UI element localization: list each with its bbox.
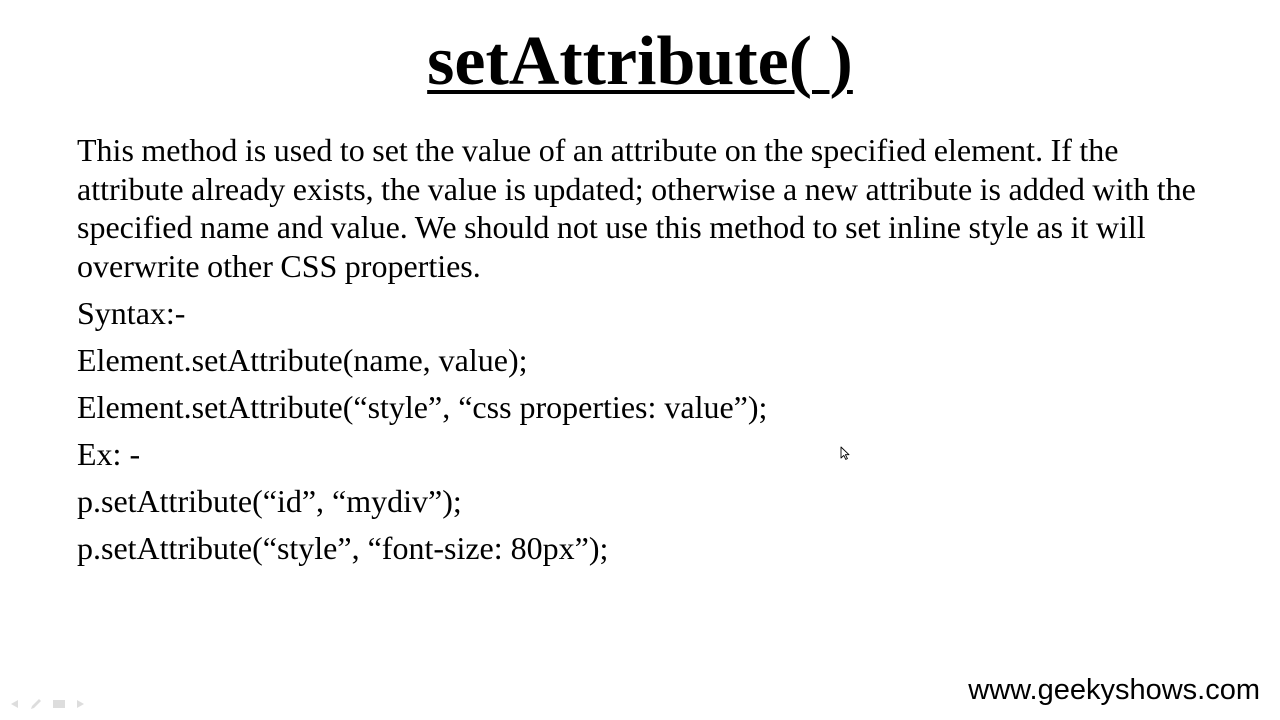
syntax-label: Syntax:- (77, 295, 186, 331)
slide-title: setAttribute( ) (427, 23, 853, 100)
example-line: p.setAttribute(“style”, “font-size: 80px… (77, 530, 609, 566)
website-url: www.geekyshows.com (968, 674, 1260, 706)
previous-arrow-icon[interactable] (6, 697, 20, 709)
slideshow-toolbar (6, 697, 89, 709)
description-paragraph: This method is used to set the value of … (77, 132, 1196, 284)
example-line: p.setAttribute(“id”, “mydiv”); (77, 483, 462, 519)
syntax-line: Element.setAttribute(name, value); (77, 342, 528, 378)
mouse-pointer-icon (840, 446, 850, 460)
example-label: Ex: - (77, 436, 141, 472)
pen-icon[interactable] (29, 697, 43, 709)
syntax-line: Element.setAttribute(“style”, “css prope… (77, 389, 768, 425)
next-arrow-icon[interactable] (75, 697, 89, 709)
menu-icon[interactable] (52, 697, 66, 709)
